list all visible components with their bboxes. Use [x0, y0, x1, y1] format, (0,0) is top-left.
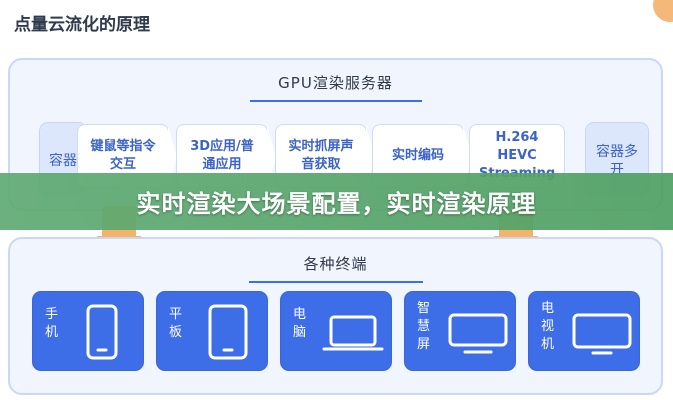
terminal-panel: 各种终端 手机 平板 电脑 智慧屏 电视机 [8, 237, 663, 395]
smart-screen-icon [448, 313, 508, 354]
corner-decoration [653, 0, 673, 22]
stage-arrow-shape [366, 125, 375, 189]
device-label: 手机 [45, 307, 59, 340]
overlay-banner-text: 实时渲染大场景配置，实时渲染原理 [136, 190, 537, 218]
gpu-panel-title: GPU渲染服务器 [278, 74, 393, 92]
container-box-label: 容器 [49, 153, 77, 169]
device-label: 电视机 [541, 301, 555, 352]
device-card-smart-screen: 智慧屏 [404, 291, 516, 371]
device-card-tablet: 平板 [156, 291, 268, 371]
tv-icon [572, 313, 632, 355]
stage-label: 键鼠等指令交互 [90, 139, 156, 172]
terminal-panel-heading: 各种终端 [10, 253, 661, 283]
page-title: 点量云流化的原理 [14, 15, 150, 35]
stage-label: 实时编码 [391, 148, 444, 163]
stage-arrow-shape [168, 125, 177, 189]
laptop-icon [322, 315, 384, 351]
terminal-panel-title: 各种终端 [303, 255, 368, 273]
device-label: 电脑 [293, 307, 307, 340]
device-card-phone: 手机 [32, 291, 144, 371]
device-label: 平板 [169, 307, 183, 340]
stage-label: 3D应用/普通应用 [190, 139, 254, 172]
gpu-server-panel: GPU渲染服务器 容器 键鼠等指令交互 3D应用/普通应用 实时抓屏声音获取 实… [8, 58, 663, 211]
device-card-tv: 电视机 [528, 291, 640, 371]
gpu-panel-title-underline [249, 100, 422, 102]
overlay-banner: 实时渲染大场景配置，实时渲染原理 [0, 173, 673, 230]
phone-icon [86, 304, 118, 360]
tablet-icon [208, 304, 248, 360]
terminal-panel-title-underline [248, 281, 423, 283]
stage-arrow-shape [267, 125, 276, 189]
stage-arrow-shape [463, 125, 472, 189]
stage-label: 实时抓屏声音获取 [288, 139, 354, 172]
gpu-panel-heading: GPU渲染服务器 [10, 72, 661, 102]
device-card-computer: 电脑 [280, 291, 392, 371]
device-label: 智慧屏 [417, 301, 431, 352]
